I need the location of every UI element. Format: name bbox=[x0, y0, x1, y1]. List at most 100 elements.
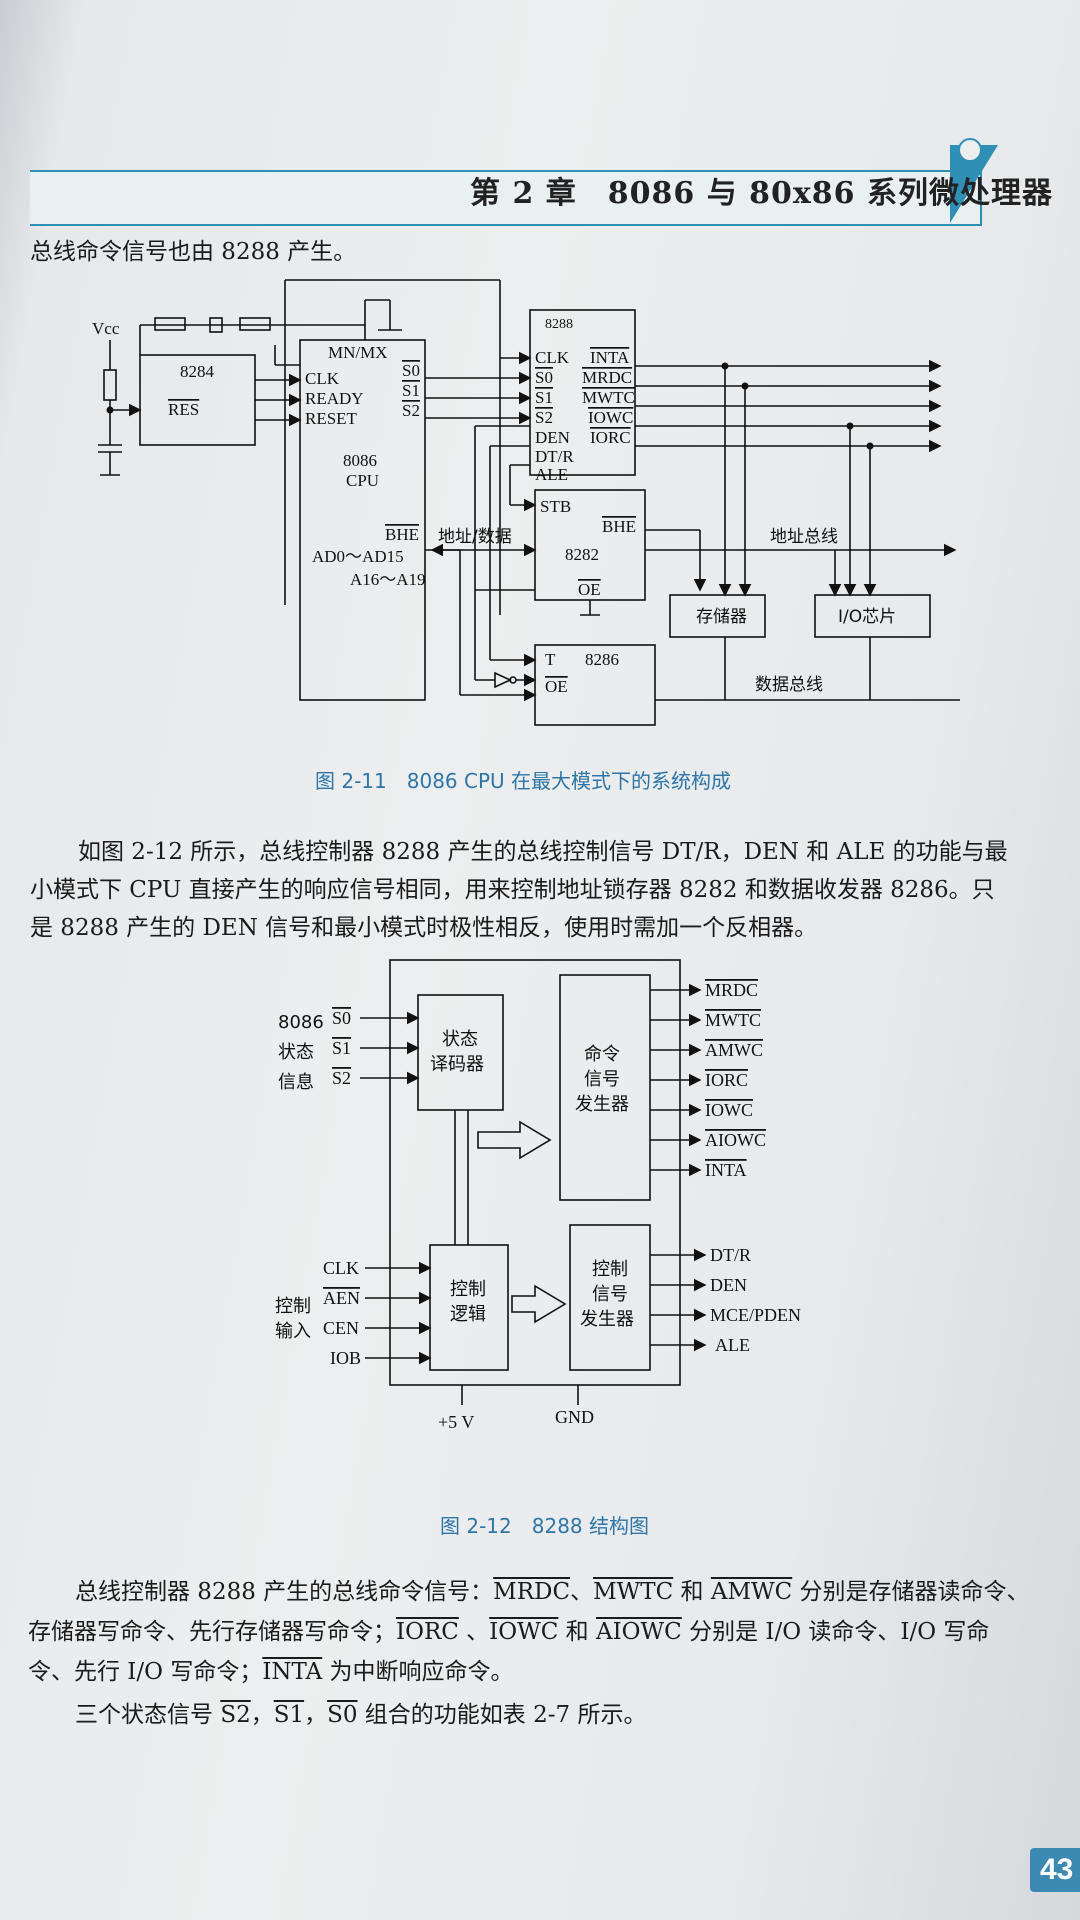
bhe-8282-label: BHE bbox=[602, 517, 636, 536]
para2-aiowc: AIOWC bbox=[595, 1619, 682, 1645]
ctrl-gen-line3: 发生器 bbox=[580, 1309, 634, 1330]
mnmx-label: MN/MX bbox=[328, 343, 388, 362]
cpu-s2-label: S2 bbox=[402, 401, 420, 420]
label-8286: 8286 bbox=[585, 650, 619, 669]
para2-inta: INTA bbox=[262, 1659, 323, 1685]
fig12-s1: S1 bbox=[332, 1038, 351, 1058]
out-amwc: AMWC bbox=[705, 1040, 763, 1060]
in-iob: IOB bbox=[330, 1348, 361, 1368]
fig12-s0: S0 bbox=[332, 1008, 351, 1028]
ctrl-gen-line2: 信号 bbox=[592, 1284, 628, 1305]
para2-l2b: 分别是 I/O 读命令、I/O 写命 bbox=[681, 1619, 990, 1645]
figure-2-11-diagram: Vcc 8284 RES MN/MX CLK READY RESET S0 S1… bbox=[92, 279, 960, 726]
mrdc-label: MRDC bbox=[582, 368, 632, 387]
intro-line: 总线命令信号也由 8288 产生。 bbox=[30, 239, 357, 265]
decoder-line1: 状态 bbox=[442, 1029, 478, 1050]
inta-label: INTA bbox=[590, 348, 630, 367]
addr-data-label: 地址/数据 bbox=[438, 527, 512, 547]
para2-line3: 令、先行 I/O 写命令；INTA 为中断响应命令。 bbox=[28, 1652, 514, 1686]
cpu-label-cpu: CPU bbox=[346, 471, 379, 490]
logic-line2: 逻辑 bbox=[450, 1304, 486, 1325]
out-iowc: IOWC bbox=[705, 1100, 753, 1120]
header-corner-circle bbox=[958, 138, 982, 162]
ad-label: AD0～AD15 bbox=[312, 547, 404, 566]
para2-l2a: 存储器写命令、先行存储器写命令； bbox=[28, 1619, 396, 1645]
memory-label: 存储器 bbox=[696, 607, 747, 627]
stb-label: STB bbox=[540, 497, 571, 516]
chapter-title: 第 2 章 8086 与 80x86 系列微处理器 bbox=[470, 176, 1053, 211]
para2-l1b: 分别是存储器读命令、 bbox=[792, 1579, 1030, 1605]
figure-2-12-caption: 图 2-12 8288 结构图 bbox=[440, 1514, 650, 1538]
para2-line4: 三个状态信号 S2，S1，S0 组合的功能如表 2-7 所示。 bbox=[75, 1695, 646, 1729]
para2-amwc: AMWC bbox=[710, 1579, 793, 1605]
out-inta: INTA bbox=[705, 1160, 747, 1180]
para2-line2: 存储器写命令、先行存储器写命令；IORC 、IOWC 和 AIOWC 分别是 I… bbox=[28, 1612, 989, 1646]
figure-2-11-caption: 图 2-11 8086 CPU 在最大模式下的系统构成 bbox=[315, 769, 732, 793]
ctrl-gen-line1: 控制 bbox=[592, 1259, 628, 1280]
in-aen: AEN bbox=[323, 1288, 360, 1308]
decoder-line2: 译码器 bbox=[430, 1054, 484, 1075]
para2-l4b: 组合的功能如表 2-7 所示。 bbox=[357, 1702, 647, 1728]
ctrl-label-1: 控制 bbox=[275, 1296, 311, 1317]
iowc-label: IOWC bbox=[588, 408, 633, 427]
cmd-gen-line3: 发生器 bbox=[575, 1094, 629, 1115]
para2-iowc: IOWC bbox=[489, 1619, 559, 1645]
cpu-label-8086: 8086 bbox=[343, 451, 377, 470]
oe-8282-label: OE bbox=[578, 580, 601, 599]
para2-s0: S0 bbox=[327, 1702, 358, 1728]
a16-label: A16～A19 bbox=[350, 570, 426, 589]
para2-sep2: 、 bbox=[458, 1619, 490, 1645]
para2-l4a: 三个状态信号 bbox=[75, 1702, 221, 1728]
fig12-s2: S2 bbox=[332, 1068, 351, 1088]
status-label-2: 状态 bbox=[278, 1042, 314, 1063]
ctrl-label-2: 输入 bbox=[275, 1321, 311, 1342]
out-den: DEN bbox=[710, 1275, 747, 1295]
page-number: 43 bbox=[1030, 1848, 1080, 1892]
logic-line1: 控制 bbox=[450, 1279, 486, 1300]
label-8282: 8282 bbox=[565, 545, 599, 564]
gnd-label: GND bbox=[555, 1407, 594, 1427]
reset-label: RESET bbox=[305, 409, 358, 428]
mwtc-label: MWTC bbox=[582, 388, 635, 407]
clk-label: CLK bbox=[305, 369, 340, 388]
para2-and2: 和 bbox=[558, 1619, 596, 1645]
ale-label: ALE bbox=[535, 465, 568, 484]
in-cen: CEN bbox=[323, 1318, 359, 1338]
chapter-header-bar bbox=[30, 170, 982, 226]
para1-line3: 是 8288 产生的 DEN 信号和最小模式时极性相反，使用时需加一个反相器。 bbox=[30, 915, 818, 941]
addr-bus-label: 地址总线 bbox=[770, 527, 838, 547]
para2-mwtc: MWTC bbox=[593, 1579, 674, 1605]
para2-c2: ， bbox=[304, 1702, 328, 1728]
para2-line1: 总线控制器 8288 产生的总线命令信号：MRDC、MWTC 和 AMWC 分别… bbox=[75, 1572, 1030, 1606]
out-mrdc: MRDC bbox=[705, 980, 758, 1000]
para2-l3b: 为中断响应命令。 bbox=[322, 1659, 514, 1685]
vcc-5v-label: +5 V bbox=[438, 1412, 474, 1432]
label-8284: 8284 bbox=[180, 362, 215, 381]
out-aiowc: AIOWC bbox=[705, 1130, 766, 1150]
out-dtr: DT/R bbox=[710, 1245, 751, 1265]
para2-s2: S2 bbox=[220, 1702, 251, 1728]
cmd-gen-line1: 命令 bbox=[584, 1044, 620, 1065]
status-label-3: 信息 bbox=[278, 1072, 314, 1093]
para1-line2: 小模式下 CPU 直接产生的响应信号相同，用来控制地址锁存器 8282 和数据收… bbox=[30, 877, 995, 903]
data-bus-label: 数据总线 bbox=[755, 675, 823, 695]
para2-l1a: 总线控制器 8288 产生的总线命令信号： bbox=[75, 1579, 494, 1605]
ready-label: READY bbox=[305, 389, 364, 408]
cpu-s0-label: S0 bbox=[402, 361, 420, 380]
para2-and1: 和 bbox=[673, 1579, 711, 1605]
cmd-gen-line2: 信号 bbox=[584, 1069, 620, 1090]
status-label-1: 8086 bbox=[278, 1012, 324, 1033]
vcc-label: Vcc bbox=[92, 319, 120, 338]
clk2-label: CLK bbox=[535, 348, 570, 367]
cpu-bhe-label: BHE bbox=[385, 525, 419, 544]
dtr-label: DT/R bbox=[535, 447, 574, 466]
out-ale: ALE bbox=[715, 1335, 750, 1355]
para2-mrdc: MRDC bbox=[493, 1579, 571, 1605]
s0-8288-label: S0 bbox=[535, 368, 553, 387]
para2-sep1: 、 bbox=[570, 1579, 594, 1605]
label-8288: 8288 bbox=[545, 317, 573, 332]
io-chip-label: I/O芯片 bbox=[838, 607, 896, 627]
s1-8288-label: S1 bbox=[535, 388, 553, 407]
den-label: DEN bbox=[535, 428, 570, 447]
